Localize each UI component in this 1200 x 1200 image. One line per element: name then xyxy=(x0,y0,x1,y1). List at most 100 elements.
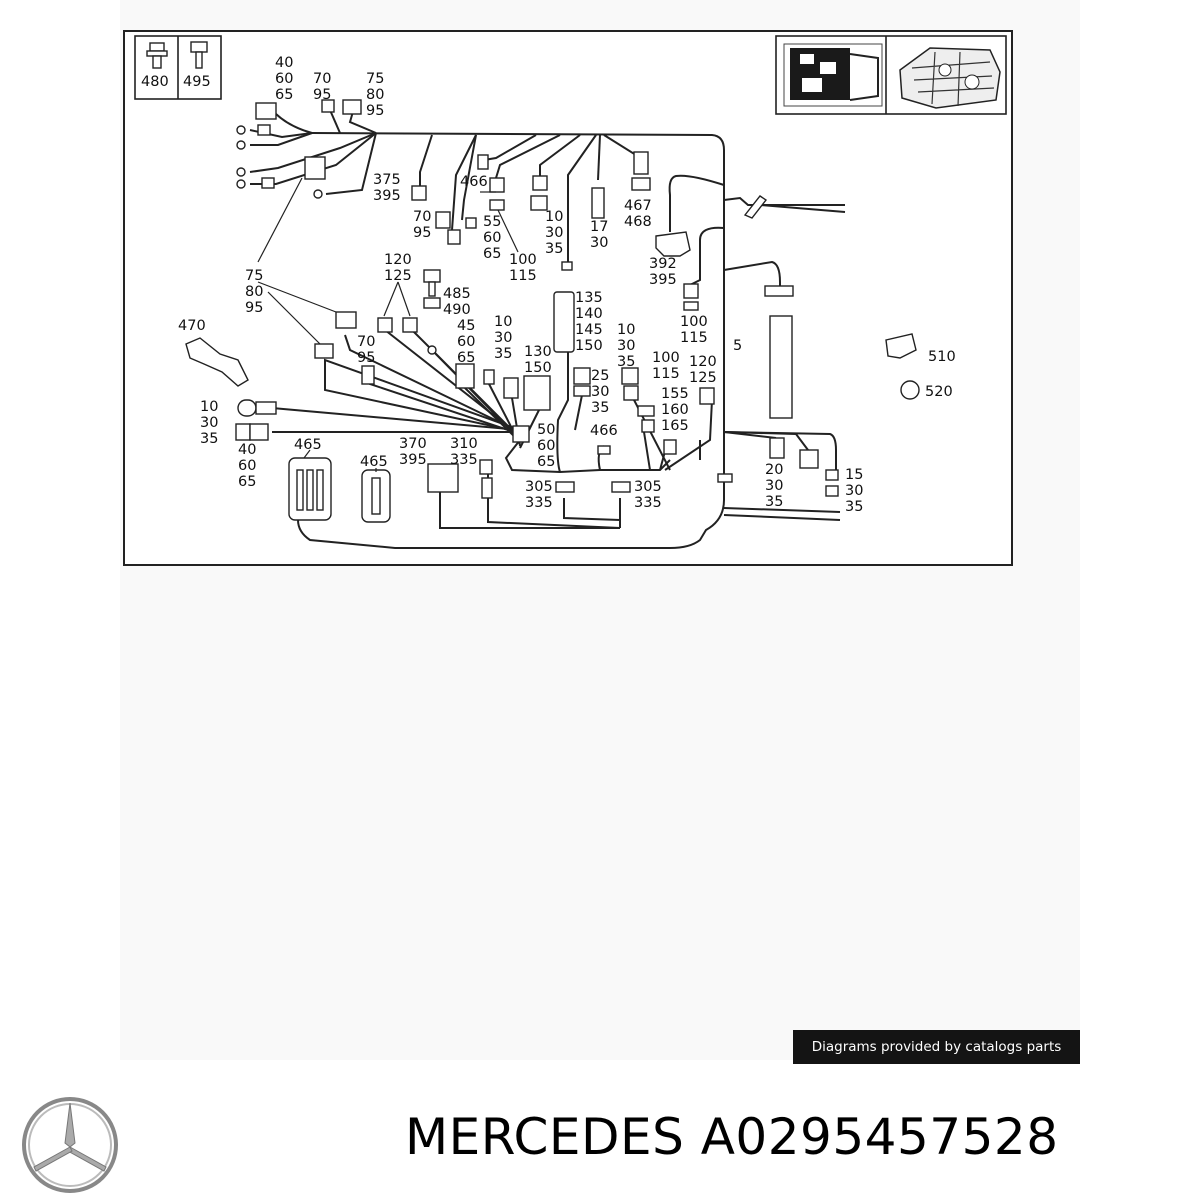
callout-label: 145 xyxy=(575,322,603,338)
callout-label: 95 xyxy=(366,103,384,119)
callout-label: 70 xyxy=(413,209,431,225)
callout-label: 45 xyxy=(457,318,475,334)
callout-label: 60 xyxy=(483,230,501,246)
callout-label: 75 xyxy=(245,268,263,284)
part-number-heading: MERCEDES A0295457528 xyxy=(405,1108,1059,1166)
callout-label: 20 xyxy=(765,462,783,478)
callout-label: 466 xyxy=(460,174,488,190)
vehicle-position-thumbnail xyxy=(783,43,883,107)
callout-label: 17 xyxy=(590,219,608,235)
callout-label: 335 xyxy=(525,495,553,511)
callout-label: 30 xyxy=(494,330,512,346)
callout-label: 10 xyxy=(200,399,218,415)
callout-label: 310 xyxy=(450,436,478,452)
callout-label: 160 xyxy=(661,402,689,418)
callout-label: 100 xyxy=(509,252,537,268)
callout-label: 40 xyxy=(275,55,293,71)
callout-label: 150 xyxy=(524,360,552,376)
callout-label: 95 xyxy=(313,87,331,103)
callout-label: 375 xyxy=(373,172,401,188)
callout-label: 65 xyxy=(275,87,293,103)
callout-label: 305 xyxy=(525,479,553,495)
callout-label: 80 xyxy=(245,284,263,300)
callout-label: 470 xyxy=(178,318,206,334)
callout-label: 490 xyxy=(443,302,471,318)
callout-label: 395 xyxy=(649,272,677,288)
callout-label: 140 xyxy=(575,306,603,322)
callout-label: 30 xyxy=(545,225,563,241)
callout-label: 465 xyxy=(360,454,388,470)
callout-label: 15 xyxy=(845,467,863,483)
callout-label: 35 xyxy=(200,431,218,447)
callout-label: 65 xyxy=(537,454,555,470)
bolt-icon xyxy=(190,41,208,69)
legend-label-480: 480 xyxy=(141,74,169,90)
callout-label: 30 xyxy=(591,384,609,400)
callout-label: 35 xyxy=(765,494,783,510)
callout-label: 468 xyxy=(624,214,652,230)
callout-label: 35 xyxy=(545,241,563,257)
diagram-credit: Diagrams provided by catalogs parts xyxy=(793,1030,1080,1064)
callout-label: 466 xyxy=(590,423,618,439)
callout-label: 55 xyxy=(483,214,501,230)
callout-label: 130 xyxy=(524,344,552,360)
callout-label: 335 xyxy=(450,452,478,468)
screw-icon xyxy=(146,42,168,69)
callout-label: 30 xyxy=(617,338,635,354)
callout-label: 95 xyxy=(413,225,431,241)
callout-label: 60 xyxy=(537,438,555,454)
callout-label: 465 xyxy=(294,437,322,453)
mercedes-star-logo-icon xyxy=(22,1097,118,1193)
callout-label: 65 xyxy=(238,474,256,490)
callout-label: 80 xyxy=(366,87,384,103)
part-callouts: 40 60 65 70 95 75 80 95 375 395 466 70 9… xyxy=(178,55,956,515)
callout-label: 485 xyxy=(443,286,471,302)
callout-label: 95 xyxy=(245,300,263,316)
callout-label: 520 xyxy=(925,384,953,400)
callout-label: 5 xyxy=(733,338,742,354)
callout-label: 150 xyxy=(575,338,603,354)
engine-thumbnail xyxy=(899,47,1001,109)
callout-label: 100 xyxy=(652,350,680,366)
callout-label: 115 xyxy=(680,330,708,346)
fastener-legend: 480 495 xyxy=(134,35,222,100)
callout-label: 95 xyxy=(357,350,375,366)
callout-label: 120 xyxy=(689,354,717,370)
callout-leaders xyxy=(257,177,519,472)
callout-label: 30 xyxy=(845,483,863,499)
callout-label: 125 xyxy=(384,268,412,284)
callout-label: 10 xyxy=(617,322,635,338)
callout-label: 120 xyxy=(384,252,412,268)
legend-label-495: 495 xyxy=(183,74,211,90)
callout-label: 100 xyxy=(680,314,708,330)
harness-components xyxy=(185,99,920,523)
callout-label: 395 xyxy=(399,452,427,468)
callout-label: 395 xyxy=(373,188,401,204)
callout-label: 50 xyxy=(537,422,555,438)
callout-label: 10 xyxy=(545,209,563,225)
callout-label: 165 xyxy=(661,418,689,434)
callout-label: 305 xyxy=(634,479,662,495)
location-thumbnails xyxy=(775,35,1007,115)
callout-label: 30 xyxy=(765,478,783,494)
callout-label: 335 xyxy=(634,495,662,511)
callout-label: 40 xyxy=(238,442,256,458)
callout-label: 65 xyxy=(457,350,475,366)
callout-label: 30 xyxy=(200,415,218,431)
callout-label: 392 xyxy=(649,256,677,272)
callout-label: 35 xyxy=(845,499,863,515)
callout-label: 510 xyxy=(928,349,956,365)
callout-label: 125 xyxy=(689,370,717,386)
callout-label: 70 xyxy=(313,71,331,87)
callout-label: 60 xyxy=(275,71,293,87)
callout-label: 35 xyxy=(617,354,635,370)
callout-label: 25 xyxy=(591,368,609,384)
callout-label: 60 xyxy=(238,458,256,474)
callout-label: 370 xyxy=(399,436,427,452)
callout-label: 35 xyxy=(494,346,512,362)
callout-label: 115 xyxy=(652,366,680,382)
callout-label: 35 xyxy=(591,400,609,416)
callout-label: 10 xyxy=(494,314,512,330)
callout-label: 135 xyxy=(575,290,603,306)
